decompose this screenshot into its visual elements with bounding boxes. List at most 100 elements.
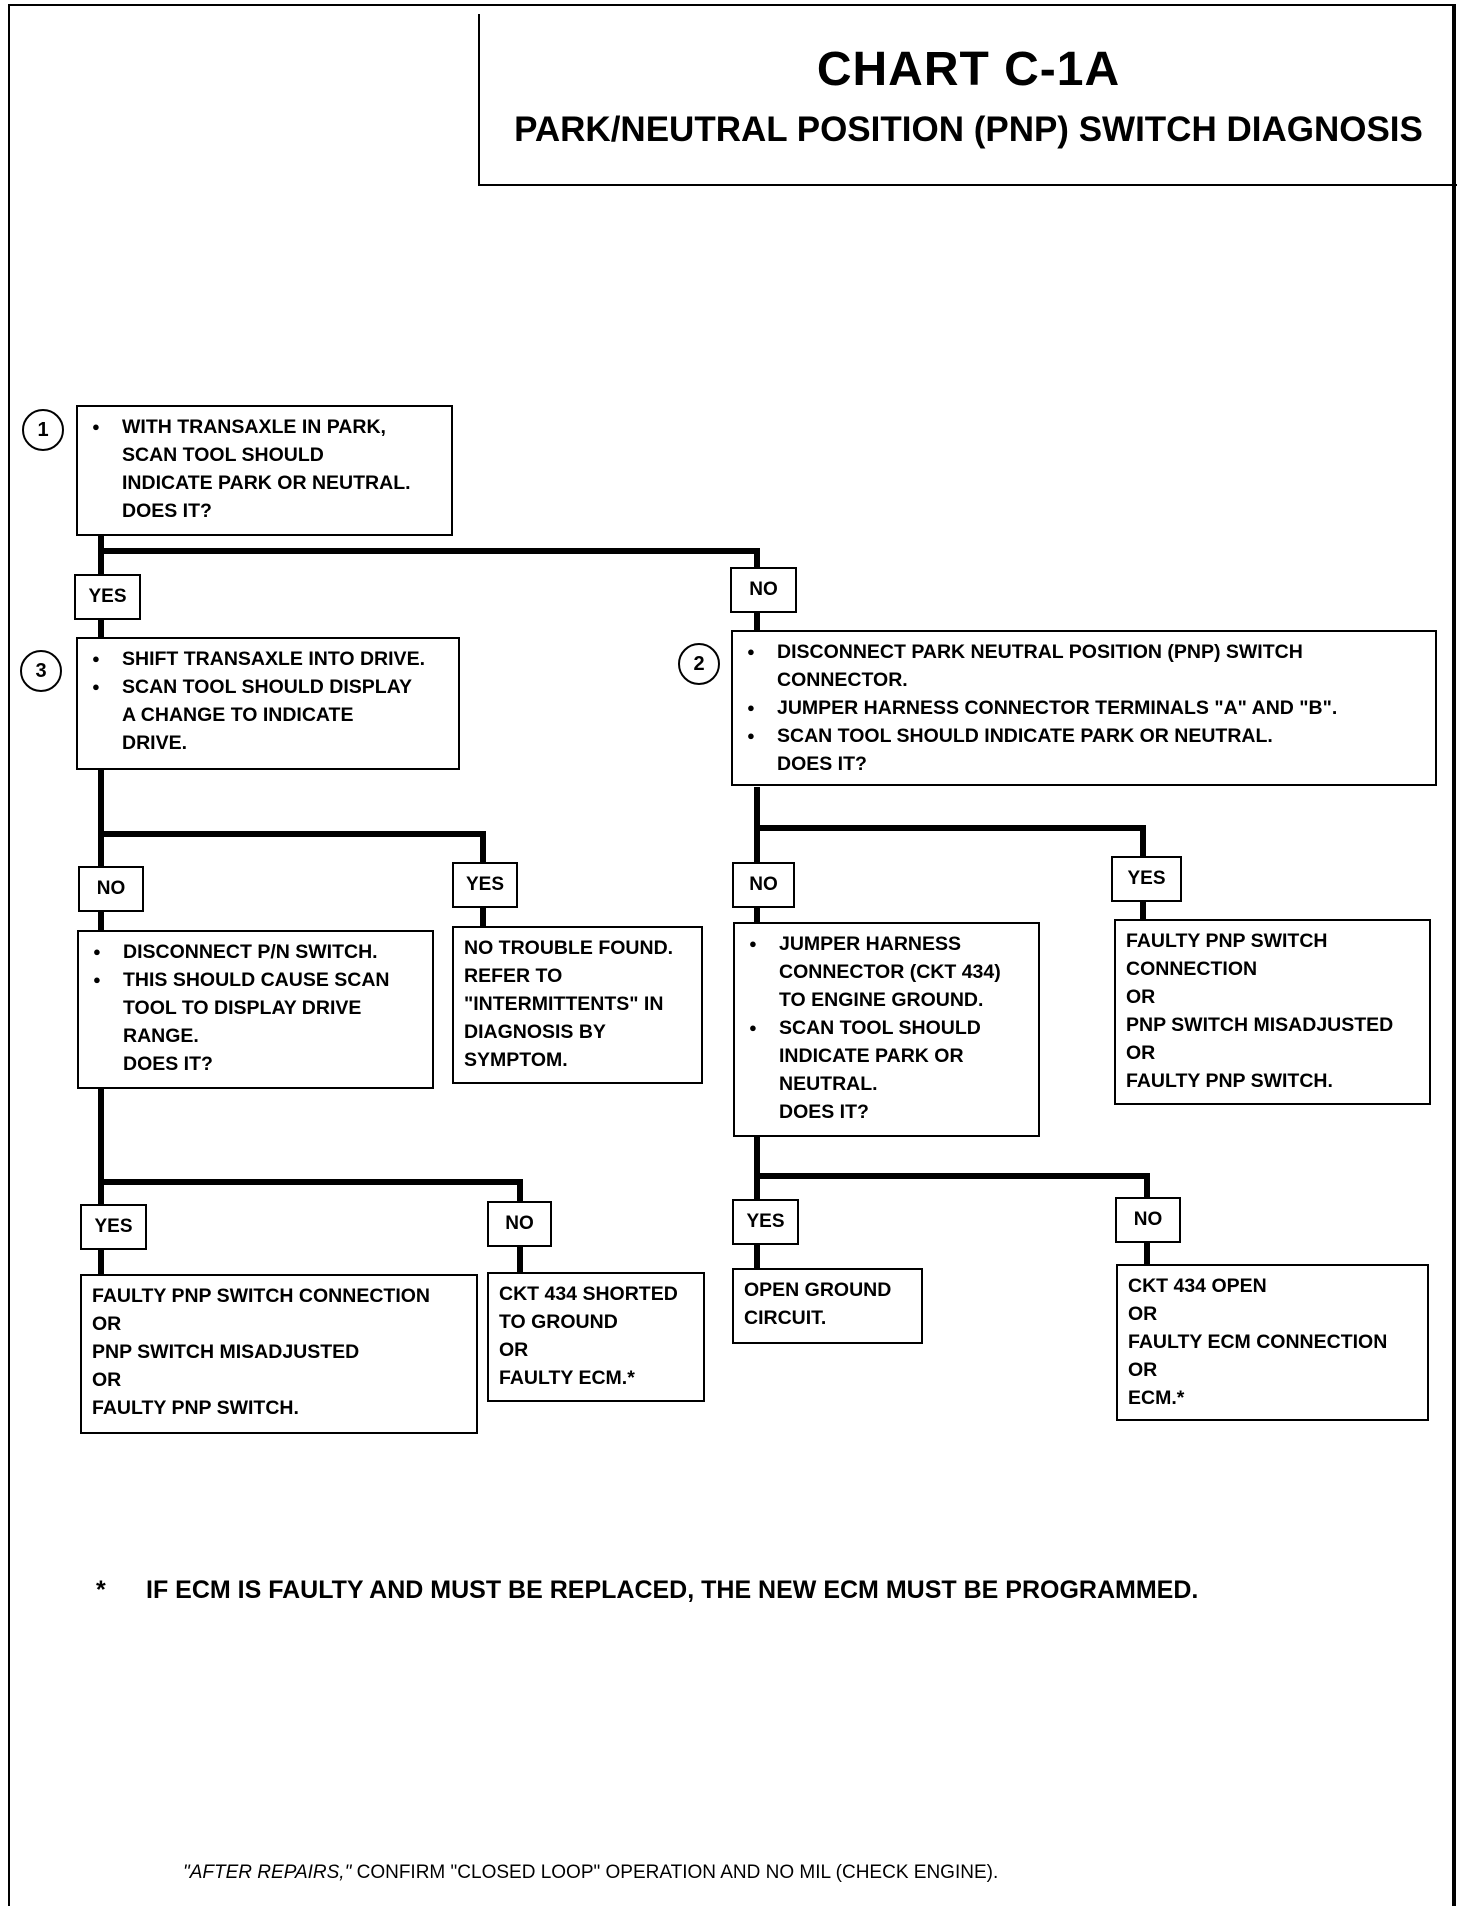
bpn-line: RANGE. <box>123 1025 199 1047</box>
b2-bullet1: DISCONNECT PARK NEUTRAL POSITION (PNP) S… <box>745 638 1427 694</box>
cks-line: FAULTY ECM.* <box>499 1367 635 1389</box>
box-no-trouble-found: NO TROUBLE FOUND. REFER TO "INTERMITTENT… <box>452 926 703 1084</box>
label-yes-jump: YES <box>732 1199 799 1245</box>
line-b3-split <box>98 767 486 871</box>
after-repairs-text: CONFIRM "CLOSED LOOP" OPERATION AND NO M… <box>351 1862 999 1883</box>
b2-bullet3: SCAN TOOL SHOULD INDICATE PARK OR NEUTRA… <box>745 722 1427 778</box>
og-line: CIRCUIT. <box>744 1307 827 1329</box>
fcl-line: FAULTY PNP SWITCH. <box>92 1397 299 1419</box>
b2-line: SCAN TOOL SHOULD INDICATE PARK OR NEUTRA… <box>777 725 1273 747</box>
box-faulty-pnp-left: FAULTY PNP SWITCH CONNECTION OR PNP SWIT… <box>80 1274 478 1434</box>
box-step2-jumper-terminals: DISCONNECT PARK NEUTRAL POSITION (PNP) S… <box>731 630 1437 786</box>
footnote-asterisk: * <box>96 1576 106 1604</box>
bjump-line: TO ENGINE GROUND. <box>779 989 984 1011</box>
b2-line: CONNECTOR. <box>777 669 908 691</box>
label-yes-step1: YES <box>74 574 141 620</box>
cko-line: OR <box>1128 1359 1158 1381</box>
cks-line: CKT 434 SHORTED <box>499 1283 678 1305</box>
label-yes-pn: YES <box>80 1204 147 1250</box>
bjump-line: SCAN TOOL SHOULD <box>779 1017 981 1039</box>
box-jumper-ckt434-ground: JUMPER HARNESS CONNECTOR (CKT 434) TO EN… <box>733 922 1040 1137</box>
fcr-line: CONNECTION <box>1126 958 1258 980</box>
bjump-line: NEUTRAL. <box>779 1073 878 1095</box>
chart-title: CHART C-1A <box>816 43 1121 96</box>
label-no-step3: NO <box>78 866 144 912</box>
page-frame <box>8 4 1456 1906</box>
bpn-line: TOOL TO DISPLAY DRIVE <box>123 997 362 1019</box>
bpn-bullet1: DISCONNECT P/N SWITCH. <box>91 938 424 966</box>
cko-line: CKT 434 OPEN <box>1128 1275 1267 1297</box>
bjump-line: CONNECTOR (CKT 434) <box>779 961 1001 983</box>
box-step1-check: WITH TRANSAXLE IN PARK, SCAN TOOL SHOULD… <box>76 405 453 536</box>
ntf-line: NO TROUBLE FOUND. <box>464 937 674 959</box>
box-disconnect-pn-switch: DISCONNECT P/N SWITCH. THIS SHOULD CAUSE… <box>77 930 434 1089</box>
fcr-line: FAULTY PNP SWITCH <box>1126 930 1328 952</box>
fcr-line: OR <box>1126 986 1156 1008</box>
og-line: OPEN GROUND <box>744 1279 892 1301</box>
b1-line: INDICATE PARK OR NEUTRAL. <box>122 472 411 494</box>
bjump-bullet2: SCAN TOOL SHOULD INDICATE PARK OR NEUTRA… <box>747 1014 1030 1126</box>
box-ckt434-open: CKT 434 OPEN OR FAULTY ECM CONNECTION OR… <box>1116 1264 1429 1421</box>
footnote-text: IF ECM IS FAULTY AND MUST BE REPLACED, T… <box>146 1576 1199 1604</box>
fcl-line: FAULTY PNP SWITCH CONNECTION <box>92 1285 431 1307</box>
b3-line: A CHANGE TO INDICATE <box>122 704 354 726</box>
b3-bullet1: SHIFT TRANSAXLE INTO DRIVE. <box>90 645 450 673</box>
bjump-line: INDICATE PARK OR <box>779 1045 964 1067</box>
line-b1-split <box>98 533 760 576</box>
label-yes-step2: YES <box>1111 856 1182 902</box>
ntf-line: SYMPTOM. <box>464 1049 568 1071</box>
b1-line: SCAN TOOL SHOULD <box>122 444 324 466</box>
line-bjump-split <box>754 1134 1150 1205</box>
step-2-marker: 2 <box>678 643 720 685</box>
ntf-line: DIAGNOSIS BY <box>464 1021 606 1043</box>
label-no-step2: NO <box>732 862 795 908</box>
line-b2-split <box>754 787 1146 869</box>
b2-line: DISCONNECT PARK NEUTRAL POSITION (PNP) S… <box>777 641 1303 663</box>
cko-line: ECM.* <box>1128 1387 1185 1409</box>
cko-line: OR <box>1128 1303 1158 1325</box>
fcl-line: OR <box>92 1313 122 1335</box>
cks-line: TO GROUND <box>499 1311 618 1333</box>
bpn-line: DOES IT? <box>123 1053 213 1075</box>
label-yes-step3: YES <box>452 862 518 908</box>
fcr-line: PNP SWITCH MISADJUSTED <box>1126 1014 1394 1036</box>
fcr-line: FAULTY PNP SWITCH. <box>1126 1070 1333 1092</box>
bjump-line: JUMPER HARNESS <box>779 933 962 955</box>
box-open-ground-circuit: OPEN GROUND CIRCUIT. <box>732 1268 923 1344</box>
b3-bullet2: SCAN TOOL SHOULD DISPLAY A CHANGE TO IND… <box>90 673 450 757</box>
ntf-line: "INTERMITTENTS" IN <box>464 993 664 1015</box>
b1-bullet: WITH TRANSAXLE IN PARK, <box>90 413 443 441</box>
box-step3-shift-drive: SHIFT TRANSAXLE INTO DRIVE. SCAN TOOL SH… <box>76 637 460 770</box>
label-no-jump: NO <box>1115 1197 1181 1243</box>
bpn-bullet2: THIS SHOULD CAUSE SCAN TOOL TO DISPLAY D… <box>91 966 424 1078</box>
bjump-line: DOES IT? <box>779 1101 869 1123</box>
fcl-line: PNP SWITCH MISADJUSTED <box>92 1341 360 1363</box>
label-no-pn: NO <box>487 1201 552 1247</box>
cko-line: FAULTY ECM CONNECTION <box>1128 1331 1388 1353</box>
b3-line: DRIVE. <box>122 732 188 754</box>
step-1-marker: 1 <box>22 409 64 451</box>
box-ckt434-shorted: CKT 434 SHORTED TO GROUND OR FAULTY ECM.… <box>487 1272 705 1402</box>
b3-line: SCAN TOOL SHOULD DISPLAY <box>122 676 413 698</box>
b1-line: DOES IT? <box>122 500 212 522</box>
fcl-line: OR <box>92 1369 122 1391</box>
b1-line: WITH TRANSAXLE IN PARK, <box>122 416 386 438</box>
ecm-footnote: * IF ECM IS FAULTY AND MUST BE REPLACED, … <box>96 1576 1198 1605</box>
ntf-line: REFER TO <box>464 965 563 987</box>
bjump-bullet1: JUMPER HARNESS CONNECTOR (CKT 434) TO EN… <box>747 930 1030 1014</box>
fcr-line: OR <box>1126 1042 1156 1064</box>
cks-line: OR <box>499 1339 529 1361</box>
line-bpn-split <box>98 1086 523 1208</box>
title-box: CHART C-1A PARK/NEUTRAL POSITION (PNP) S… <box>478 14 1457 186</box>
step-3-marker: 3 <box>20 650 62 692</box>
b2-bullet2: JUMPER HARNESS CONNECTOR TERMINALS "A" A… <box>745 694 1427 722</box>
bpn-line: THIS SHOULD CAUSE SCAN <box>123 969 390 991</box>
box-faulty-pnp-right: FAULTY PNP SWITCH CONNECTION OR PNP SWIT… <box>1114 919 1431 1105</box>
after-repairs-note: "AFTER REPAIRS," CONFIRM "CLOSED LOOP" O… <box>183 1862 998 1884</box>
label-no-step1: NO <box>730 567 797 613</box>
chart-subtitle: PARK/NEUTRAL POSITION (PNP) SWITCH DIAGN… <box>514 110 1423 149</box>
b2-line: DOES IT? <box>777 753 867 775</box>
after-repairs-italic: "AFTER REPAIRS," <box>183 1862 352 1883</box>
